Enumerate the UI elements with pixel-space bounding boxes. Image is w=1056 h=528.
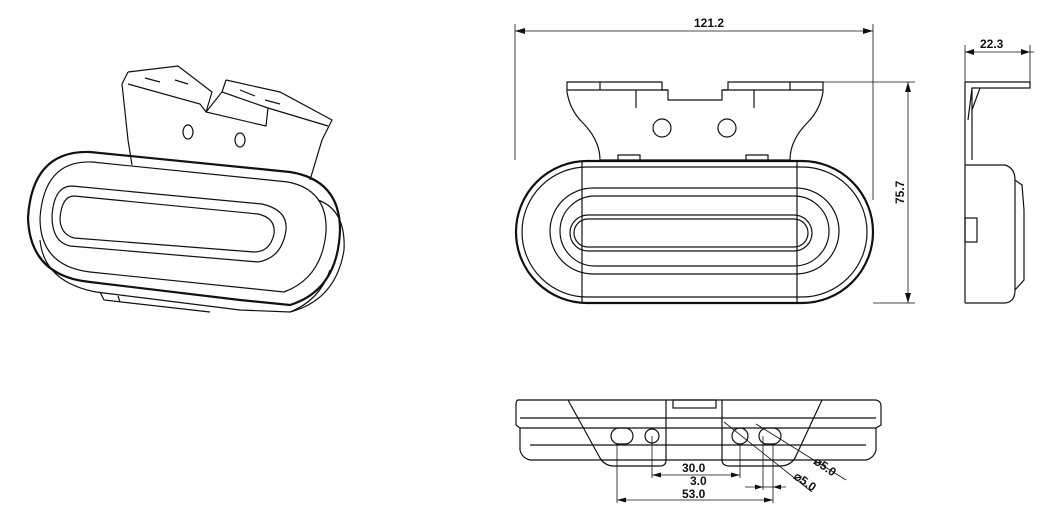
dim-overall-width: 121.2 [694,16,724,30]
dim-slot-offset: 3.0 [690,474,707,488]
isometric-view [26,65,345,313]
dim-hole-diameter-2: ⌀5.0 [791,469,819,494]
dim-overall-height: 75.7 [893,180,907,204]
front-view [514,24,915,305]
dim-depth: 22.3 [980,37,1004,51]
dim-hole-spacing: 30.0 [682,461,706,475]
side-view [964,45,1034,304]
dim-hole-diameter-1: ⌀5.0 [811,454,839,479]
bottom-view [515,399,882,503]
dim-slot-spacing: 53.0 [682,487,706,501]
